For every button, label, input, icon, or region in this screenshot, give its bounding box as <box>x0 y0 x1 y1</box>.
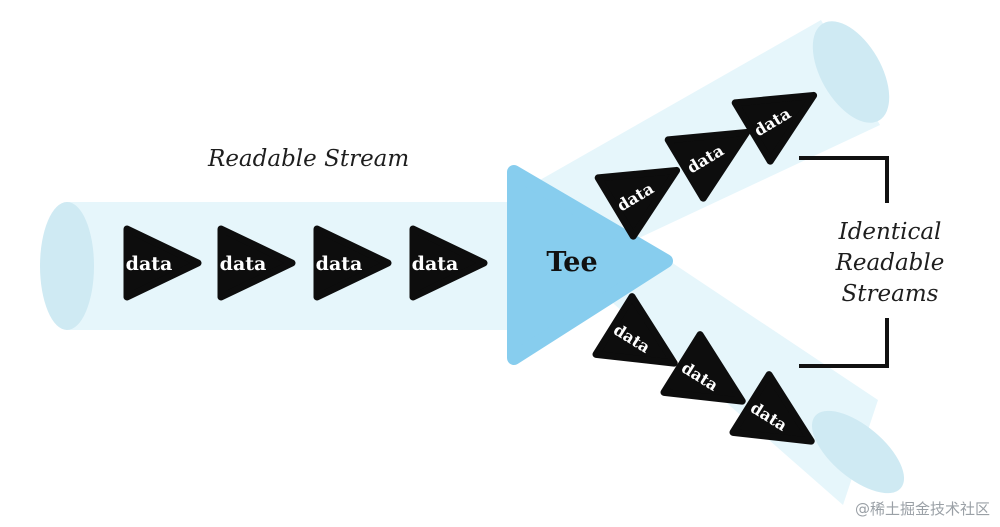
identical-label-line-1: Identical <box>838 219 942 245</box>
lower-token-1: data <box>592 293 678 367</box>
token-shape <box>409 225 488 301</box>
upper-token-3: data <box>731 91 818 165</box>
identical-label-line-3: Streams <box>841 281 939 307</box>
token-label: data <box>126 253 173 275</box>
input-token-3: data <box>313 225 392 301</box>
token-label: data <box>316 253 363 275</box>
token-shape <box>313 225 392 301</box>
identical-streams-label: Identical Readable Streams <box>828 217 952 310</box>
input-token-1: data <box>123 225 202 301</box>
token-shape <box>217 225 296 301</box>
tee-label: Tee <box>546 247 597 278</box>
token-shape <box>592 293 678 367</box>
input-token-4: data <box>409 225 488 301</box>
token-shape <box>664 128 751 202</box>
token-shape <box>660 331 746 405</box>
upper-token-2: data <box>664 128 751 202</box>
input-token-2: data <box>217 225 296 301</box>
readable-stream-label: Readable Stream <box>208 146 410 172</box>
tee-node: Tee <box>507 165 673 365</box>
output-bracket <box>799 156 889 368</box>
token-shape <box>123 225 202 301</box>
token-shape <box>729 371 815 445</box>
token-label: data <box>412 253 459 275</box>
token-shape <box>731 91 818 165</box>
identical-label-line-2: Readable <box>835 250 945 276</box>
lower-token-3: data <box>729 371 815 445</box>
lower-token-2: data <box>660 331 746 405</box>
upper-token-1: data <box>594 166 681 240</box>
token-shape <box>594 166 681 240</box>
token-label: data <box>220 253 267 275</box>
watermark: @稀土掘金技术社区 <box>854 500 990 518</box>
